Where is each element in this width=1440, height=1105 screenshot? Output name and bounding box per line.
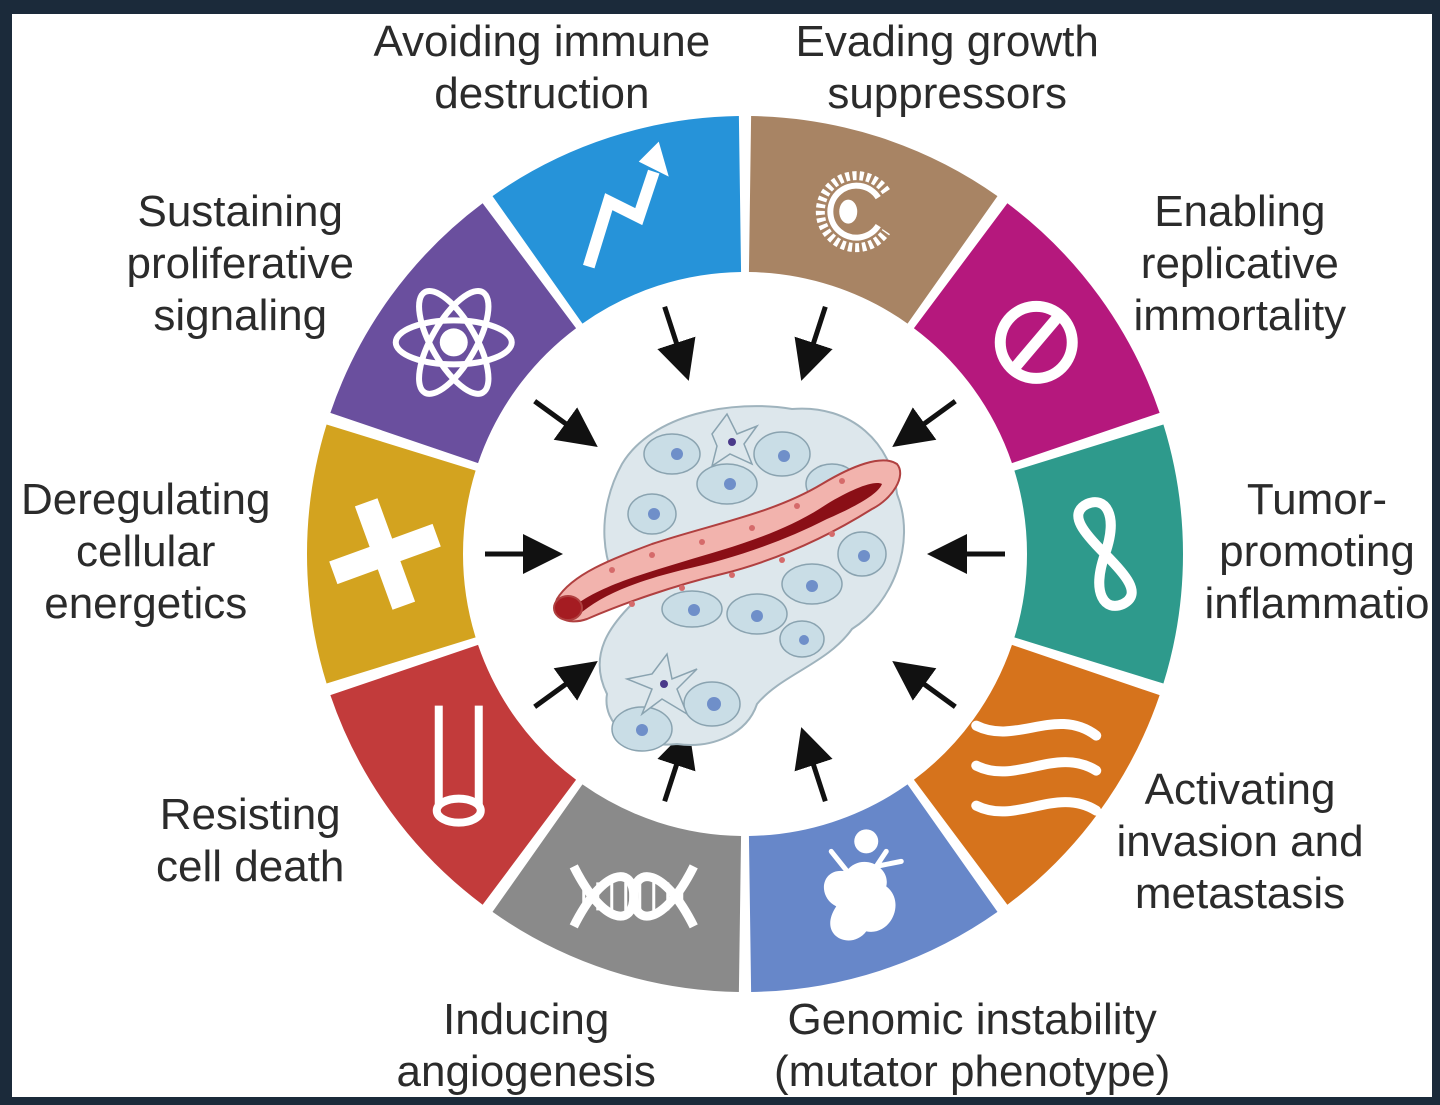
segment-immune — [748, 116, 998, 324]
label-line: invasion and — [1116, 817, 1364, 866]
label-line: cellular — [76, 527, 216, 576]
arrow-inflammation — [892, 660, 957, 709]
label-line: (mutator phenotype) — [774, 1047, 1171, 1096]
label-line: immortality — [1133, 291, 1347, 340]
vessel-icon — [432, 705, 485, 827]
label-line: promoting — [1219, 527, 1415, 576]
arrow-energetics — [533, 399, 598, 448]
segment-proliferative — [492, 116, 742, 324]
label-line: proliferative — [126, 239, 354, 288]
arrow-proliferative — [657, 305, 696, 381]
arrow-invasion — [794, 727, 833, 803]
pacman-cell-icon — [815, 171, 890, 253]
metastasis-icon — [823, 829, 904, 941]
label-line: Enabling — [1154, 187, 1326, 236]
label-line: suppressors — [827, 69, 1067, 118]
label-line: energetics — [44, 579, 248, 628]
arrow-growth — [892, 399, 957, 448]
label-line: Resisting — [159, 790, 341, 839]
dna-icon — [569, 864, 698, 929]
label-line: signaling — [153, 291, 328, 340]
segment-icons — [329, 141, 1137, 941]
segment-angiogenesis — [330, 644, 577, 905]
label-line: Sustaining — [137, 187, 343, 236]
prohibited-icon — [994, 300, 1078, 384]
label-line: replicative — [1140, 239, 1339, 288]
segment-genomic — [492, 784, 742, 992]
infinity-icon — [1073, 497, 1137, 611]
hallmarks-wheel — [307, 116, 1183, 992]
arrow-angiogenesis — [533, 660, 598, 709]
label-line: Activating — [1144, 765, 1336, 814]
label-line: angiogenesis — [396, 1047, 656, 1096]
label-line: inflammatio — [1204, 579, 1430, 628]
label-line: Genomic instability — [787, 995, 1157, 1044]
label-line: cell death — [156, 842, 345, 891]
label-line: Avoiding immune — [373, 17, 711, 66]
label-line: Deregulating — [21, 475, 271, 524]
cross-icon — [329, 498, 441, 610]
label-line: destruction — [434, 69, 650, 118]
arrow-genomic — [657, 727, 696, 803]
inward-arrows — [485, 305, 1005, 803]
label-line: Inducing — [442, 995, 610, 1044]
label-line: metastasis — [1134, 869, 1346, 918]
arrow-immune — [794, 305, 833, 381]
arrow-up-icon — [583, 141, 669, 269]
tumor-illustration — [553, 405, 906, 752]
atom-icon — [392, 287, 515, 397]
label-genomic: Genomic instability(mutator phenotype) — [774, 994, 1170, 1097]
segment-growth — [913, 203, 1160, 464]
label-line: Tumor- — [1246, 475, 1388, 524]
segment-inflammation — [913, 644, 1160, 905]
label-line: Evading growth — [795, 17, 1099, 66]
flame-icon — [971, 719, 1102, 817]
